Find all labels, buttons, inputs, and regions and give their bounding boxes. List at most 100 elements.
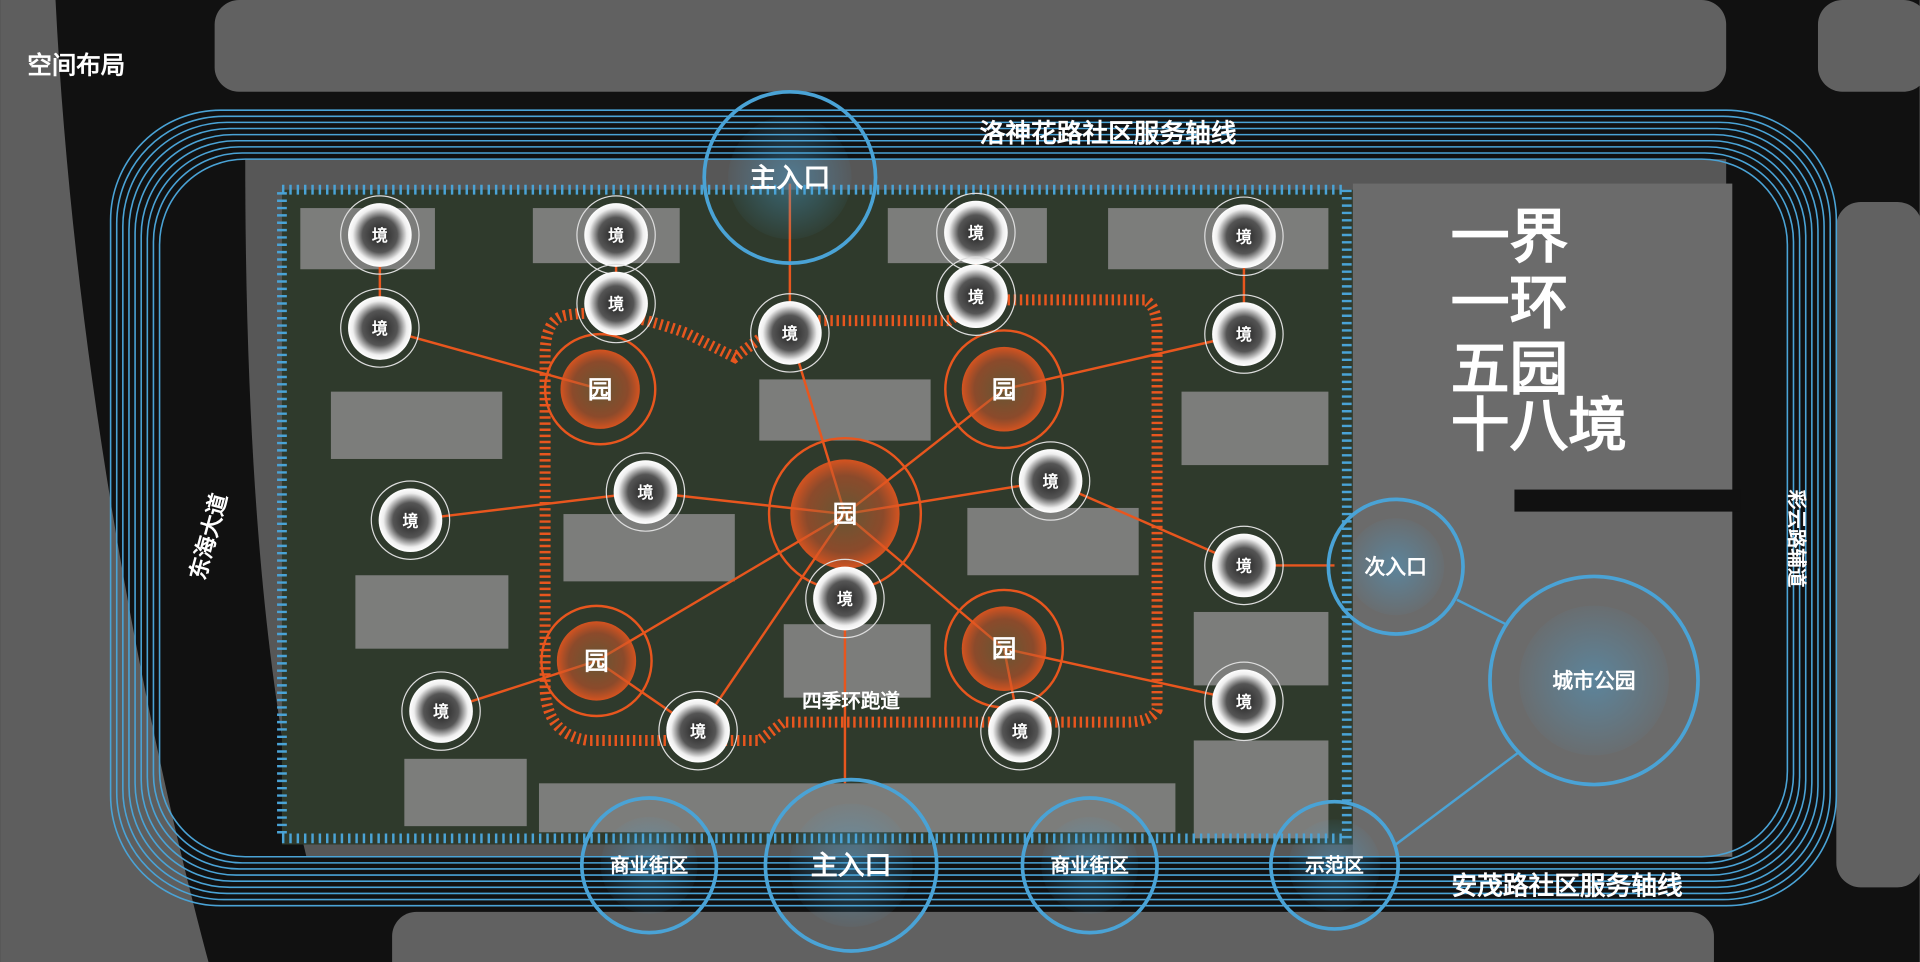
- node-fill: [1041, 816, 1139, 914]
- scene-node[interactable]: 境: [401, 671, 481, 751]
- node-commercial-east[interactable]: 商业街区: [1020, 796, 1159, 935]
- scene-disc: [1212, 533, 1276, 598]
- scene-node[interactable]: 境: [340, 195, 420, 275]
- scene-node[interactable]: 境: [1010, 441, 1091, 521]
- west-block: [0, 0, 209, 962]
- node-ring: [1488, 574, 1700, 787]
- node-secondary-entrance[interactable]: 次入口: [1326, 497, 1465, 636]
- south-axis-label: 安茂路社区服务轴线: [1451, 871, 1682, 902]
- scene-outer-ring: [401, 671, 481, 751]
- scene-disc: [584, 203, 648, 267]
- node-fill: [600, 816, 698, 914]
- scene-node[interactable]: 境: [576, 263, 656, 344]
- scene-outer-ring: [936, 256, 1016, 336]
- scene-label: 境: [402, 511, 418, 530]
- scene-outer-ring: [576, 263, 656, 344]
- scene-node[interactable]: 境: [576, 195, 656, 275]
- east-block: [1836, 201, 1920, 888]
- scene-node[interactable]: 境: [750, 293, 830, 373]
- scene-disc: [1018, 449, 1083, 513]
- dark-bar: [1514, 489, 1741, 512]
- scene-node[interactable]: 境: [1204, 525, 1284, 606]
- garden-node[interactable]: 园: [540, 604, 653, 718]
- scene-node[interactable]: 境: [980, 690, 1060, 771]
- scene-label: 境: [372, 226, 388, 245]
- scene-outer-ring: [1204, 525, 1284, 606]
- scene-outer-ring: [805, 558, 885, 639]
- scene-disc: [409, 679, 473, 743]
- scene-label: 境: [433, 702, 449, 721]
- garden-label: 园: [992, 375, 1016, 404]
- service-ring-line: [109, 109, 1838, 907]
- scene-node[interactable]: 境: [936, 192, 1016, 273]
- four-season-running-loop: [539, 294, 1163, 746]
- loop-label: 四季环跑道: [802, 689, 900, 712]
- title: 空间布局: [27, 50, 125, 79]
- scene-disc: [944, 200, 1008, 265]
- slogan-line-4: 十八境: [1451, 391, 1627, 460]
- east-road-label: 彩云路辅道: [1785, 489, 1808, 588]
- scene-outer-ring: [1204, 196, 1284, 276]
- building: [563, 514, 735, 582]
- node-demo-area[interactable]: 示范区: [1269, 799, 1400, 931]
- garden-ring: [540, 604, 653, 718]
- node-fill: [1347, 518, 1445, 616]
- scene-label: 境: [637, 483, 653, 502]
- north-block: [214, 0, 1727, 92]
- scene-outer-ring: [1204, 294, 1284, 374]
- scene-label: 境: [1236, 325, 1252, 344]
- garden-node[interactable]: 园: [944, 588, 1065, 709]
- scene-outer-ring: [980, 690, 1060, 771]
- node-main-entrance-bottom[interactable]: 主入口: [763, 777, 939, 953]
- node-ring: [1020, 796, 1159, 935]
- building: [330, 391, 503, 459]
- scene-label: 境: [837, 590, 853, 609]
- scene-label: 境: [608, 226, 624, 245]
- scene-outer-ring: [340, 195, 420, 275]
- building: [404, 758, 527, 827]
- scene-node[interactable]: 境: [1204, 196, 1284, 276]
- node-city-park[interactable]: 城市公园: [1488, 574, 1700, 787]
- service-ring-line: [152, 152, 1795, 864]
- scene-node[interactable]: 境: [340, 288, 420, 368]
- scene-node[interactable]: 境: [370, 480, 451, 560]
- service-ring-line: [115, 115, 1832, 901]
- node-main-entrance-top[interactable]: 主入口: [702, 89, 878, 265]
- slogan-line-2: 一环: [1451, 268, 1568, 337]
- building: [1193, 740, 1329, 839]
- node-label: 次入口: [1365, 555, 1427, 579]
- node-commercial-west[interactable]: 商业街区: [579, 796, 719, 935]
- scene-node[interactable]: 境: [936, 256, 1016, 336]
- node-label: 示范区: [1305, 854, 1364, 877]
- scene-disc: [758, 301, 822, 365]
- northeast-block: [1817, 0, 1920, 92]
- scene-outer-ring: [658, 690, 738, 771]
- node-ring: [579, 796, 719, 935]
- scene-node[interactable]: 境: [1204, 661, 1284, 742]
- scene-node[interactable]: 境: [805, 558, 885, 639]
- garden-node[interactable]: 园: [944, 329, 1065, 450]
- scene-disc: [584, 271, 648, 336]
- scene-outer-ring: [1204, 661, 1284, 742]
- garden-fill: [556, 621, 637, 701]
- east-plaza: [1352, 183, 1733, 857]
- scene-outer-ring: [750, 293, 830, 373]
- garden-node[interactable]: 园: [543, 332, 657, 446]
- service-ring-line: [140, 139, 1807, 876]
- garden-label: 园: [588, 375, 612, 404]
- scene-label: 境: [690, 722, 706, 741]
- building: [1181, 391, 1329, 466]
- scene-disc: [1212, 302, 1276, 366]
- scene-disc: [944, 264, 1008, 329]
- slogan-line-1: 一界: [1451, 202, 1569, 271]
- scene-node[interactable]: 境: [605, 452, 686, 532]
- garden-label: 园: [992, 634, 1016, 663]
- node-label: 城市公园: [1552, 669, 1635, 693]
- scene-disc: [1212, 669, 1276, 734]
- service-ring-line: [134, 133, 1813, 883]
- connection-line: [1050, 479, 1245, 567]
- scene-node[interactable]: 境: [1204, 294, 1284, 374]
- scene-node[interactable]: 境: [658, 690, 738, 771]
- node-link-line: [1456, 598, 1507, 626]
- garden-label: 园: [833, 500, 857, 529]
